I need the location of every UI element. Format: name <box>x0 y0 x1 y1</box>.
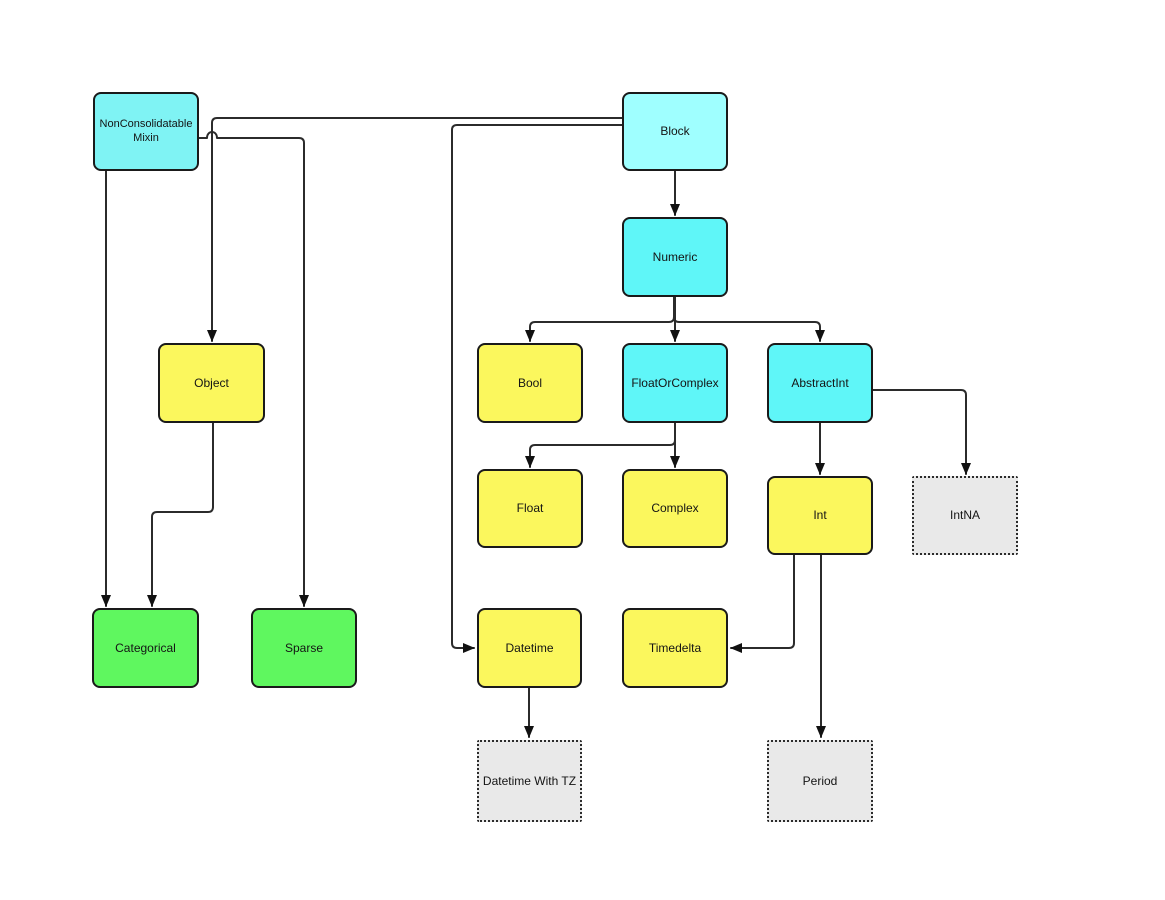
edge-object-categorical <box>147 422 214 607</box>
node-label: Datetime With TZ <box>482 773 577 788</box>
node-label: Datetime <box>505 640 554 655</box>
node-abstract-int: AbstractInt <box>767 343 873 423</box>
edge-floatorcomplex-float <box>525 422 676 468</box>
node-timedelta: Timedelta <box>622 608 728 688</box>
node-label: Sparse <box>284 640 324 655</box>
node-label: Float <box>516 501 544 515</box>
node-bool: Bool <box>477 343 583 423</box>
node-object: Object <box>158 343 265 423</box>
node-int: Int <box>767 476 873 555</box>
node-label: Int <box>813 508 827 522</box>
edge-numeric-bool <box>525 296 675 342</box>
edge-int-timedelta <box>730 554 795 653</box>
node-block: Block <box>622 92 728 171</box>
node-label: Complex <box>651 501 699 515</box>
node-categorical: Categorical <box>92 608 199 688</box>
node-label: Block <box>660 124 690 138</box>
node-sparse: Sparse <box>251 608 357 688</box>
node-label: NonConsolidatable Mixin <box>99 117 193 144</box>
node-period: Period <box>767 740 873 822</box>
node-float-or-complex: FloatOrComplex <box>622 343 728 423</box>
node-label: AbstractInt <box>791 375 849 390</box>
node-datetime: Datetime <box>477 608 582 688</box>
node-label: IntNA <box>949 508 980 522</box>
node-label: Timedelta <box>648 640 702 655</box>
node-label: Categorical <box>115 640 176 655</box>
node-numeric: Numeric <box>622 217 728 297</box>
node-label: Object <box>194 375 229 390</box>
node-int-na: IntNA <box>912 476 1018 555</box>
node-label: FloatOrComplex <box>631 375 719 390</box>
edge-abstractint-intna <box>872 389 971 475</box>
node-label: Bool <box>517 375 543 390</box>
edge-mixin-sparse <box>198 131 309 607</box>
node-float: Float <box>477 469 583 548</box>
node-datetime-with-tz: Datetime With TZ <box>477 740 582 822</box>
node-label: Period <box>802 773 838 788</box>
edge-numeric-abstractint <box>673 296 825 342</box>
node-label: Numeric <box>652 249 698 264</box>
edge-block-datetime <box>451 124 623 653</box>
node-complex: Complex <box>622 469 728 548</box>
node-nonconsolidatable-mixin: NonConsolidatable Mixin <box>93 92 199 171</box>
edge-block-object <box>207 117 623 342</box>
